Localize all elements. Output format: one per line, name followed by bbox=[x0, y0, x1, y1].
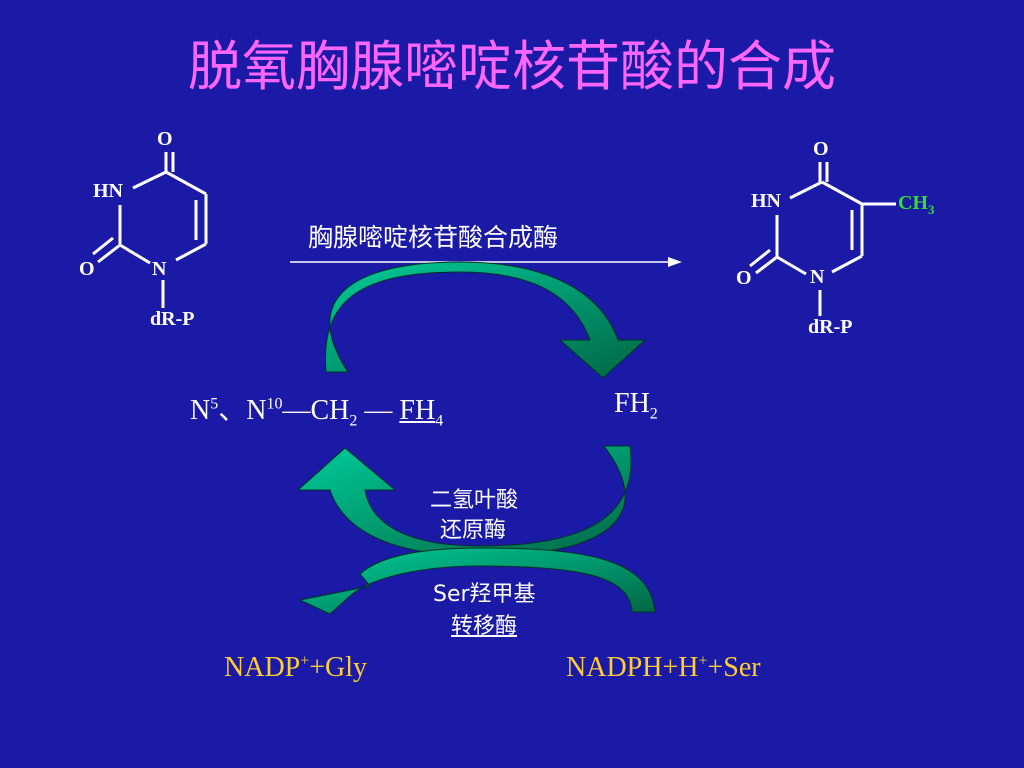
left-carbonyl-o-top: O bbox=[157, 128, 173, 150]
left-carbonyl-o-left: O bbox=[79, 258, 95, 280]
shmt-label-line2: 转移酶 bbox=[451, 614, 518, 639]
page-title: 脱氧胸腺嘧啶核苷酸的合成 bbox=[188, 35, 836, 98]
thymidylate-synthase-label: 胸腺嘧啶核苷酸合成酶 bbox=[308, 223, 559, 252]
left-sugar-phosphate: dR-P bbox=[150, 308, 195, 330]
right-carbonyl-o-top: O bbox=[813, 138, 829, 160]
methyl-group: CH3 bbox=[898, 192, 935, 217]
methylene-thf-label: N5、N10—CH2 — FH4 bbox=[190, 395, 444, 430]
left-n-label: N bbox=[152, 258, 167, 280]
right-thymine-ring bbox=[749, 162, 896, 316]
dhfr-label-line1: 二氢叶酸 bbox=[430, 488, 519, 513]
right-carbonyl-o-left: O bbox=[736, 267, 752, 289]
nadph-ser-label: NADPH+H++Ser bbox=[566, 652, 761, 683]
left-hn-label: HN bbox=[93, 180, 123, 202]
shmt-label-line1: Ser羟甲基 bbox=[433, 582, 536, 607]
right-n-label: N bbox=[810, 266, 825, 288]
cycle-arrow-middle bbox=[296, 445, 632, 557]
cycle-arrow-top bbox=[324, 261, 647, 379]
right-sugar-phosphate: dR-P bbox=[808, 316, 853, 338]
reaction-arrow bbox=[290, 257, 682, 267]
cycle-arrow-bottom bbox=[298, 547, 656, 615]
dihydrofolate-label: FH2 bbox=[614, 388, 658, 423]
left-uracil-ring bbox=[92, 152, 208, 308]
nadp-gly-label: NADP++Gly bbox=[224, 652, 368, 683]
dhfr-label-line2: 还原酶 bbox=[440, 518, 507, 543]
right-hn-label: HN bbox=[751, 190, 781, 212]
